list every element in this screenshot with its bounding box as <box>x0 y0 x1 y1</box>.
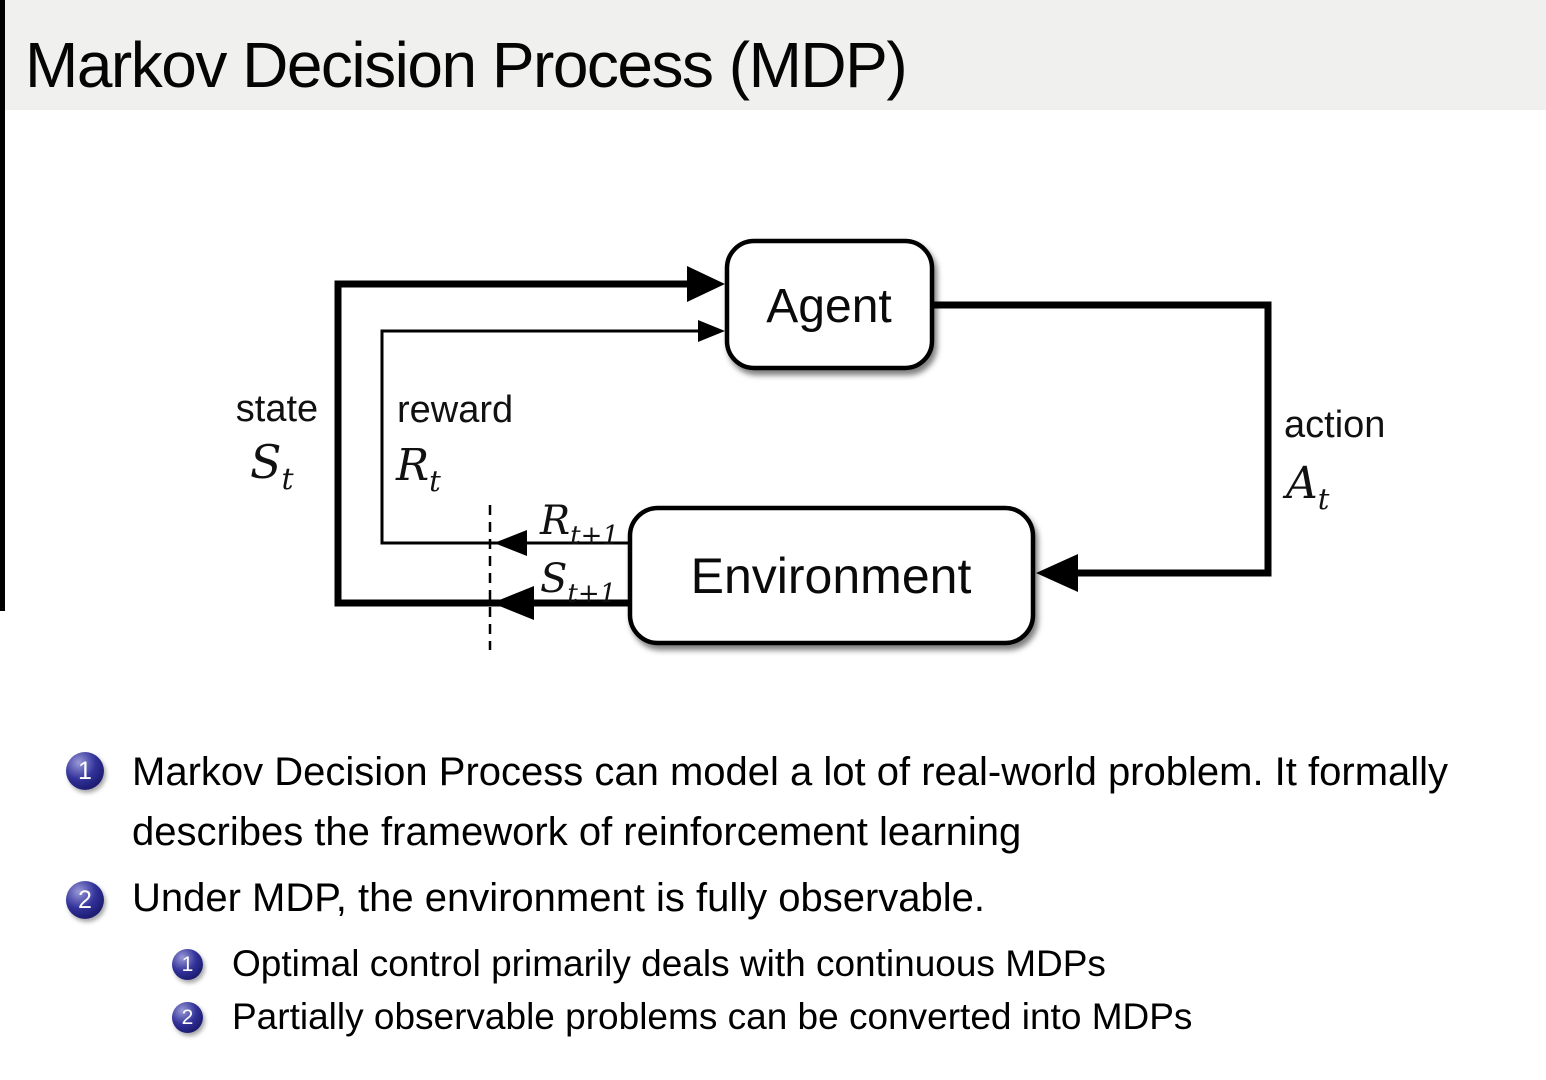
next-reward-subscript: t+1 <box>570 521 619 551</box>
next-reward-letter: R <box>539 498 570 544</box>
next-reward-symbol: Rt+1 <box>539 498 619 551</box>
next-state-letter: S <box>540 556 567 602</box>
state-flow-line <box>334 280 692 607</box>
state-label: state <box>236 388 318 430</box>
state-symbol-letter: S <box>250 435 282 489</box>
enum-ball-1: 1 <box>66 752 104 790</box>
bullet-item-2-text: Under MDP, the environment is fully obse… <box>132 876 986 920</box>
next-state-arrowhead <box>492 586 534 620</box>
slide-title-bar <box>0 0 1546 110</box>
action-flow-line <box>932 301 1272 577</box>
agent-box-label: Agent <box>766 280 891 333</box>
sub-bullet-2-text: Partially observable problems can be con… <box>232 996 1193 1037</box>
next-state-subscript: t+1 <box>567 579 616 609</box>
enum-subball-2: 2 <box>172 1002 203 1033</box>
agent-box <box>724 238 935 371</box>
reward-symbol-subscript: t <box>429 464 441 498</box>
window-edge-artifact <box>0 0 5 611</box>
sub-bullet-1-text: Optimal control primarily deals with con… <box>232 943 1106 984</box>
action-symbol-letter: A <box>1282 458 1318 509</box>
action-symbol: At <box>1282 458 1330 516</box>
enum-subball-1: 1 <box>172 949 203 980</box>
reward-label: reward <box>397 389 513 431</box>
action-arrowhead-into-environment <box>1036 554 1078 592</box>
environment-box-label: Environment <box>691 548 972 604</box>
reward-symbol-letter: R <box>395 440 429 491</box>
next-reward-arrowhead <box>494 530 527 556</box>
state-symbol: St <box>250 435 295 497</box>
environment-box <box>627 505 1036 646</box>
page-title: Markov Decision Process (MDP) <box>25 29 908 101</box>
reward-symbol: Rt <box>395 440 441 498</box>
state-arrowhead-into-agent <box>687 266 725 302</box>
enum-ball-2: 2 <box>66 881 104 919</box>
action-label: action <box>1284 404 1385 446</box>
reward-arrowhead-into-agent <box>698 320 725 342</box>
bullet-item-1-text: Markov Decision Process can model a lot … <box>132 750 1449 854</box>
action-symbol-subscript: t <box>1318 482 1330 516</box>
state-symbol-subscript: t <box>282 462 295 497</box>
next-state-symbol: St+1 <box>540 556 616 609</box>
